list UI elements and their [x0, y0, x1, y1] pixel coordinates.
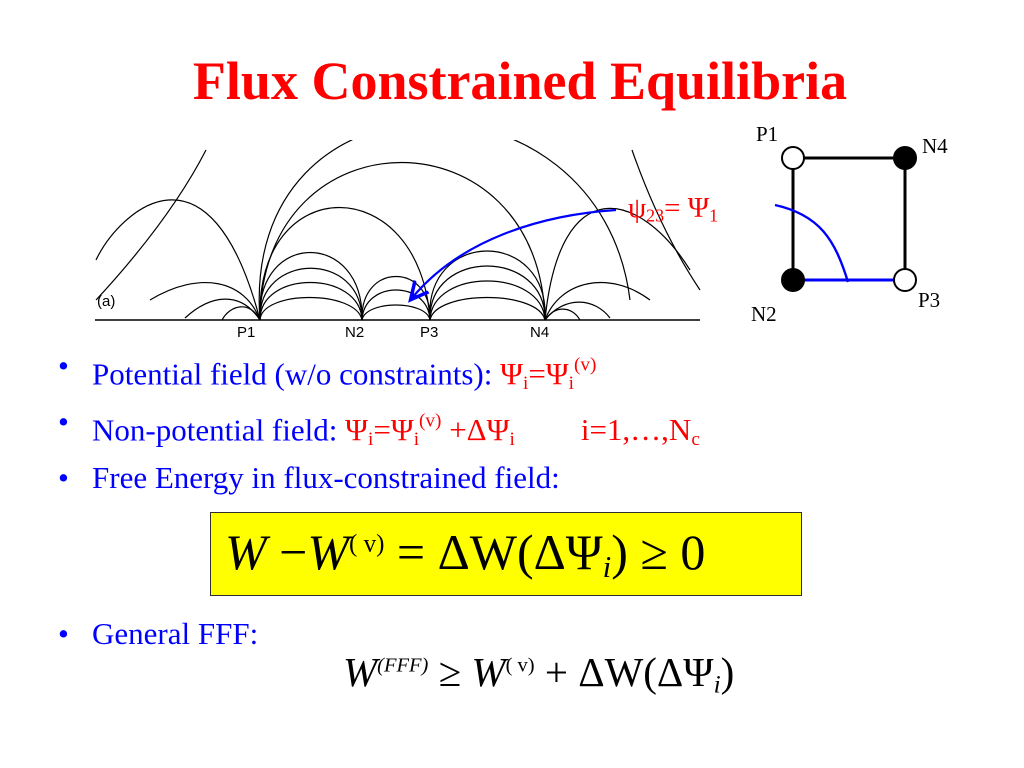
bullet-text: General FFF:: [92, 616, 259, 651]
schematic-label-p3: P3: [918, 288, 941, 312]
separator-curve: [774, 203, 850, 283]
axis-label-p1: P1: [237, 324, 255, 341]
field-line: [259, 252, 363, 321]
field-line: [544, 282, 651, 321]
bullet-text: Non-potential field:: [92, 412, 346, 448]
psi-annotation: ψ23= Ψ1: [628, 192, 719, 226]
field-line: [429, 250, 546, 321]
bullet-marker: •: [58, 404, 69, 439]
field-line: [95, 199, 261, 321]
bullet-text: Potential field (w/o constraints):: [92, 356, 501, 392]
field-line: [361, 304, 431, 321]
free-energy-equation: W −W( v) = ΔW(ΔΨi) ≥ 0: [225, 524, 706, 584]
field-line-plot: [95, 140, 701, 321]
axis-label-p3: P3: [420, 324, 438, 341]
field-line: [544, 308, 581, 321]
node-p3: [893, 268, 917, 292]
field-line: [361, 289, 431, 321]
field-line: [221, 306, 261, 321]
schematic-label-p1: P1: [756, 122, 779, 146]
panel-label: (a): [97, 293, 115, 310]
general-fff-equation: W(FFF) ≥ W( v) + ΔW(ΔΨi): [343, 649, 735, 699]
field-line: [259, 297, 363, 321]
field-line: [259, 162, 546, 321]
node-p1: [781, 146, 805, 170]
field-line: [631, 149, 701, 291]
bullet-marker: •: [58, 460, 69, 495]
flux-domain-schematic: [774, 146, 917, 292]
axis-label-n2: N2: [345, 324, 364, 341]
field-line: [544, 207, 691, 321]
field-line: [259, 267, 363, 321]
bullet-math: Ψi=Ψi(v): [500, 355, 597, 395]
schematic-label-n2: N2: [751, 302, 777, 326]
axis-label-n4: N4: [530, 324, 549, 341]
slide-title: Flux Constrained Equilibria: [192, 51, 848, 111]
field-line: [429, 280, 546, 321]
field-line: [184, 298, 261, 321]
node-n4: [893, 146, 917, 170]
free-energy-equation-box: W −W( v) = ΔW(ΔΨi) ≥ 0: [210, 512, 802, 596]
bullet-marker: •: [58, 348, 69, 383]
field-line: [429, 265, 546, 321]
field-line: [429, 297, 546, 321]
field-line: [258, 140, 631, 321]
schematic-label-n4: N4: [922, 134, 948, 158]
bullet-text: Free Energy in flux-constrained field:: [92, 460, 560, 495]
bullet-marker: •: [58, 616, 69, 651]
field-line: [149, 281, 261, 321]
field-line: [259, 282, 363, 321]
node-n2: [781, 268, 805, 292]
annotation-arrow: [412, 208, 617, 298]
field-line: [95, 149, 207, 301]
